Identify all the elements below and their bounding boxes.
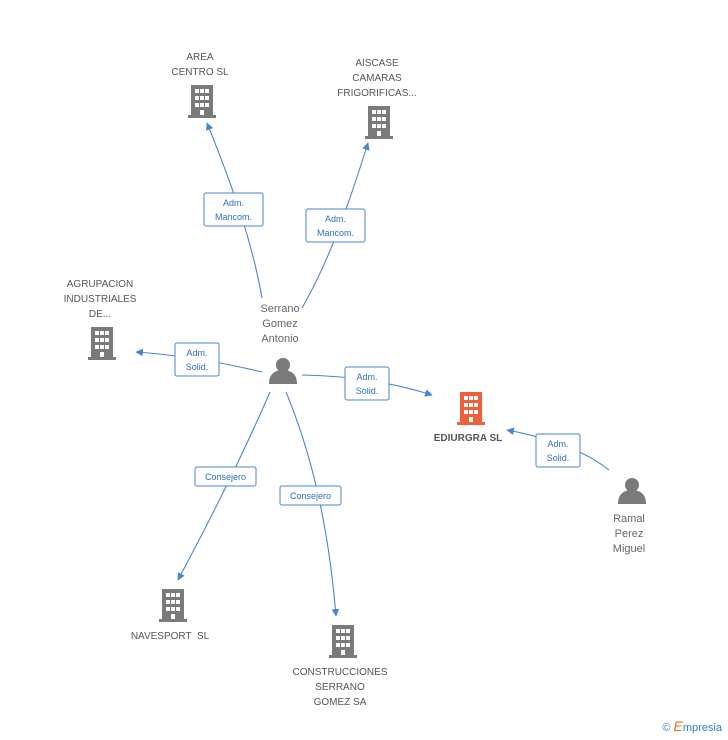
svg-text:GOMEZ SA: GOMEZ SA [314,697,367,708]
relation-label-construcciones: Consejero [279,485,342,506]
svg-text:Adm.: Adm. [547,439,568,449]
svg-text:Consejero: Consejero [290,491,331,501]
svg-text:Antonio: Antonio [261,333,298,345]
svg-text:INDUSTRIALES: INDUSTRIALES [64,294,137,305]
svg-text:CAMARAS: CAMARAS [352,73,402,84]
relation-label-navesport: Consejero [194,466,257,487]
person-icon [269,358,297,384]
company-node-aiscase[interactable]: AISCASE CAMARAS FRIGORIFICAS... [337,58,417,139]
person-icon [618,478,646,504]
relation-label-agrupacion: Adm. Solid. [174,342,220,377]
svg-text:NAVESPORT SL: NAVESPORT SL [131,631,210,642]
svg-text:SERRANO: SERRANO [315,682,365,693]
building-icon [159,589,187,622]
building-icon-focus [457,392,485,425]
relation-label-ediurgra-serrano: Adm. Solid. [344,366,390,401]
relation-label-area-centro: Adm. Mancom. [203,192,264,227]
company-node-agrupacion[interactable]: AGRUPACION INDUSTRIALES DE... [64,279,137,360]
company-node-area-centro[interactable]: AREA CENTRO SL [171,52,229,118]
person-node-serrano[interactable]: Serrano Gomez Antonio [260,303,300,384]
person-node-ramal[interactable]: Ramal Perez Miguel [613,478,646,555]
svg-text:CONSTRUCCIONES: CONSTRUCCIONES [292,667,387,678]
relation-label-ediurgra-ramal: Adm. Solid. [535,433,581,468]
company-node-construcciones[interactable]: CONSTRUCCIONES SERRANO GOMEZ SA [292,625,388,708]
svg-text:Mancom.: Mancom. [317,228,354,238]
svg-text:Serrano: Serrano [260,303,299,315]
svg-text:Solid.: Solid. [186,362,209,372]
brand-logo-text: mpresia [682,722,722,734]
building-icon [88,327,116,360]
svg-text:Adm.: Adm. [356,372,377,382]
brand-logo-initial: E [673,718,683,734]
svg-text:Adm.: Adm. [223,198,244,208]
building-icon [188,85,216,118]
company-node-ediurgra[interactable]: EDIURGRA SL [434,392,503,444]
svg-text:Solid.: Solid. [547,453,570,463]
svg-text:Adm.: Adm. [325,214,346,224]
svg-text:AREA: AREA [186,52,214,63]
brand-footer: © Empresia [662,718,722,734]
building-icon [365,106,393,139]
svg-text:Miguel: Miguel [613,543,645,555]
svg-text:AGRUPACION: AGRUPACION [67,279,134,290]
svg-text:DE...: DE... [89,309,111,320]
copyright-symbol: © [662,722,671,734]
svg-text:AISCASE: AISCASE [355,58,399,69]
svg-text:Consejero: Consejero [205,472,246,482]
svg-text:Gomez: Gomez [262,318,297,330]
svg-text:Solid.: Solid. [356,386,379,396]
svg-text:EDIURGRA SL: EDIURGRA SL [434,433,503,444]
company-node-navesport[interactable]: NAVESPORT SL [131,589,210,642]
svg-text:Mancom.: Mancom. [215,212,252,222]
building-icon [329,625,357,658]
svg-text:Adm.: Adm. [186,348,207,358]
svg-text:CENTRO SL: CENTRO SL [171,67,229,78]
relation-label-aiscase: Adm. Mancom. [305,208,366,243]
svg-text:Perez: Perez [615,528,644,540]
svg-text:FRIGORIFICAS...: FRIGORIFICAS... [337,88,416,99]
svg-text:Ramal: Ramal [613,513,645,525]
